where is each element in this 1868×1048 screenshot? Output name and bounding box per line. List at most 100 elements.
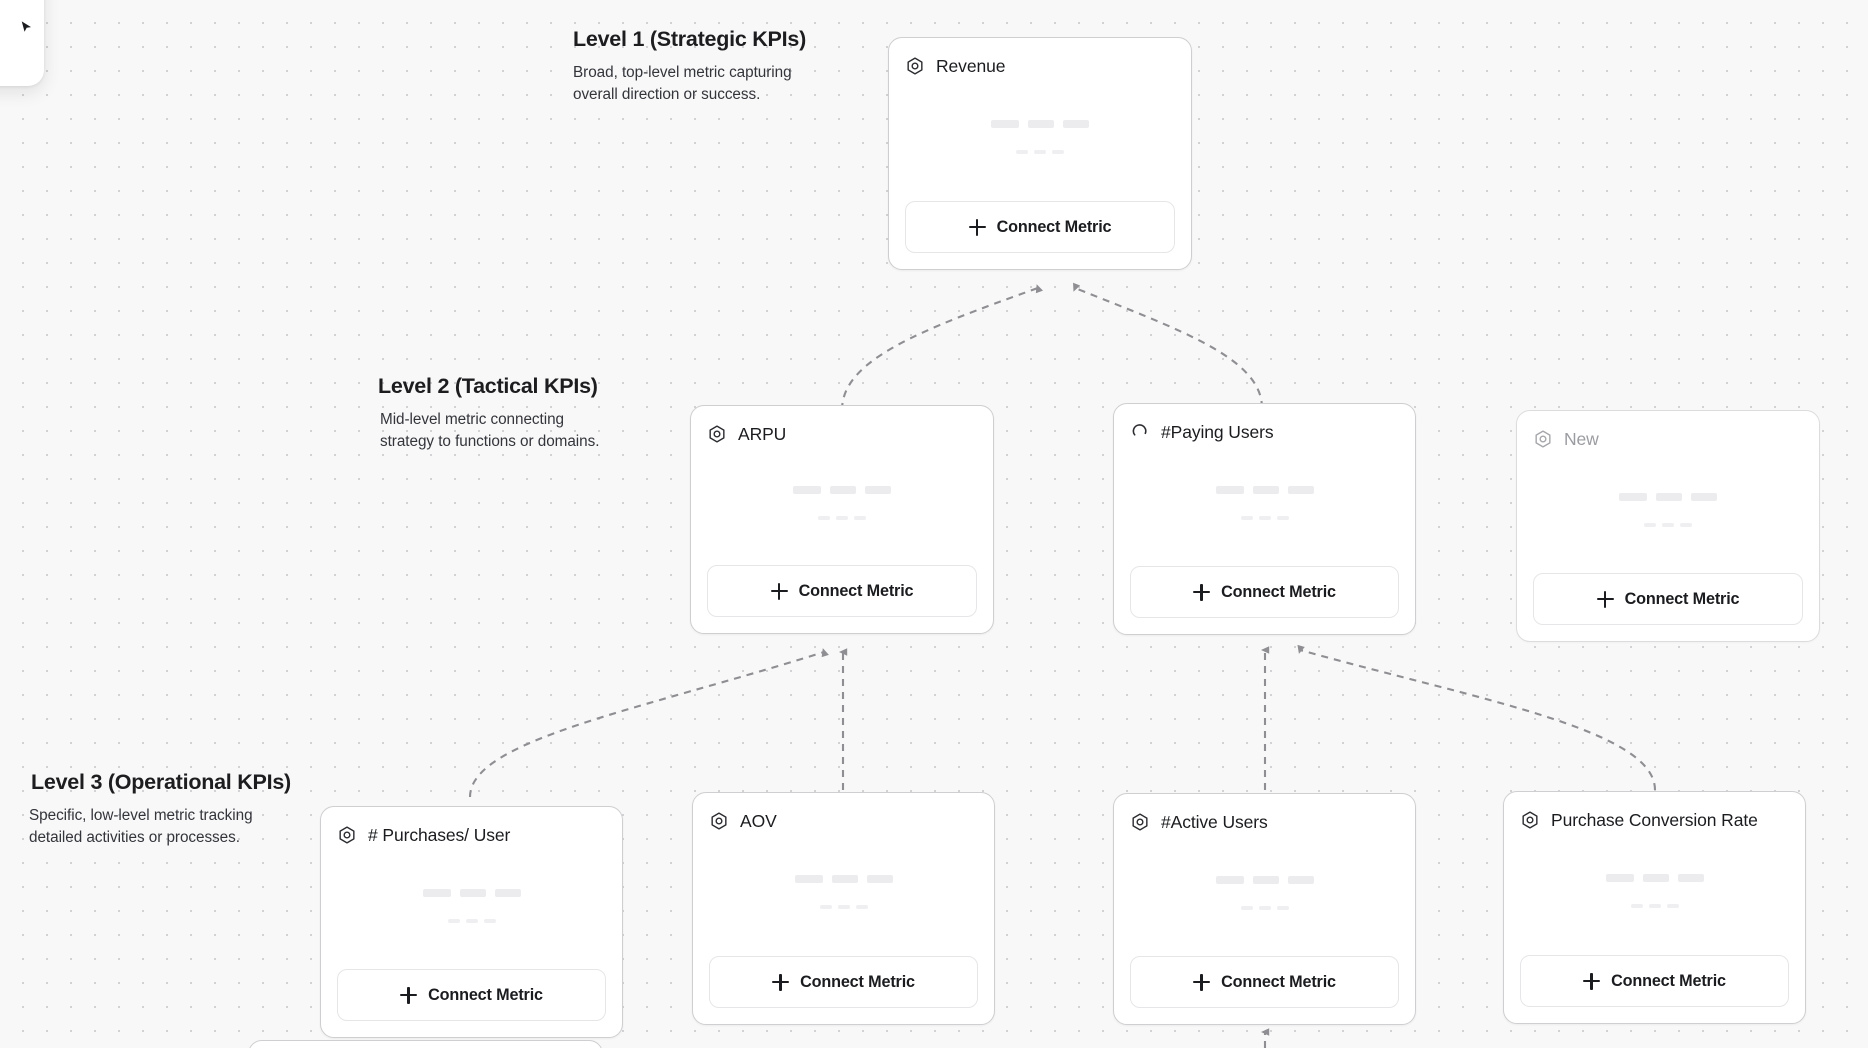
skeleton-bar: [1240, 905, 1253, 910]
hexagon-metric-icon: [1533, 429, 1553, 449]
card-skeleton-body: [1130, 445, 1399, 566]
connect-metric-button[interactable]: Connect Metric: [707, 565, 977, 617]
level-3-title: Level 3 (Operational KPIs): [31, 770, 291, 794]
skeleton-bar: [1680, 522, 1692, 527]
skeleton-bar: [494, 888, 521, 897]
skeleton-secondary-row: [1240, 515, 1289, 520]
skeleton-bar: [459, 888, 486, 897]
skeleton-bar: [1648, 904, 1661, 908]
card-header: Purchase Conversion Rate: [1520, 807, 1789, 833]
level-1-description-line-1: Broad, top-level metric capturing: [573, 63, 792, 81]
level-2-description: Mid-level metric connecting strategy to …: [380, 409, 599, 452]
metric-card-revenue[interactable]: Revenue Connect Metric: [888, 37, 1192, 270]
plus-icon: [968, 218, 986, 236]
connect-metric-button[interactable]: Connect Metric: [1130, 566, 1399, 618]
metric-card-arpu[interactable]: ARPU Connect Metric: [690, 405, 994, 634]
hexagon-metric-icon: [707, 424, 727, 444]
connect-metric-label: Connect Metric: [1624, 589, 1740, 608]
skeleton-primary-row: [793, 486, 891, 494]
skeleton-secondary-row: [1630, 904, 1679, 908]
connect-metric-label: Connect Metric: [1611, 971, 1726, 990]
skeleton-secondary-row: [819, 905, 868, 909]
floating-toolbar-panel[interactable]: [0, 0, 44, 86]
skeleton-bar: [866, 875, 893, 883]
skeleton-bar: [855, 905, 868, 909]
skeleton-primary-row: [1619, 492, 1717, 501]
skeleton-bar: [1240, 515, 1253, 520]
card-header: # Purchases/ User: [337, 822, 606, 848]
connect-metric-label: Connect Metric: [800, 972, 915, 991]
skeleton-bar: [836, 516, 848, 520]
plus-icon: [772, 973, 790, 991]
card-skeleton-body: [709, 834, 978, 956]
metric-card-purchases-per-user[interactable]: # Purchases/ User Connect Metric: [320, 806, 623, 1038]
card-title: Revenue: [936, 55, 1006, 76]
connect-metric-label: Connect Metric: [996, 217, 1112, 236]
edge-paying-users-revenue: [1073, 282, 1264, 409]
metric-card-new[interactable]: New Connect Metric: [1516, 410, 1820, 642]
skeleton-bar: [1215, 485, 1244, 494]
metric-card-active-users[interactable]: #Active Users Connect Metric: [1113, 793, 1416, 1025]
skeleton-primary-row: [794, 875, 893, 883]
skeleton-bar: [1028, 120, 1054, 128]
level-1-description: Broad, top-level metric capturing overal…: [573, 62, 806, 105]
skeleton-bar: [1052, 150, 1064, 154]
metric-card-aov[interactable]: AOV Connect Metric: [692, 792, 995, 1025]
card-header: New: [1533, 426, 1803, 452]
skeleton-bar: [1644, 522, 1656, 527]
skeleton-bar: [1642, 874, 1669, 882]
card-skeleton-body: [1520, 833, 1789, 955]
plus-icon: [1583, 972, 1601, 990]
connect-metric-button[interactable]: Connect Metric: [1130, 956, 1399, 1008]
metric-card-paying-users[interactable]: #Paying Users Connect Metric: [1113, 403, 1416, 635]
plus-icon: [400, 986, 418, 1004]
card-title: #Active Users: [1161, 811, 1268, 832]
connect-metric-button[interactable]: Connect Metric: [337, 969, 606, 1021]
cursor-icon: [20, 20, 34, 34]
skeleton-bar: [1016, 150, 1028, 154]
skeleton-bar: [422, 888, 451, 897]
skeleton-primary-row: [991, 120, 1089, 128]
connect-metric-button[interactable]: Connect Metric: [1533, 573, 1803, 625]
card-title: New: [1564, 428, 1599, 449]
level-1-description-line-2: overall direction or success.: [573, 85, 761, 103]
connect-metric-button[interactable]: Connect Metric: [1520, 955, 1789, 1007]
skeleton-bar: [1063, 120, 1089, 128]
skeleton-secondary-row: [818, 516, 866, 520]
skeleton-bar: [1691, 492, 1717, 501]
metric-card-offscreen-bottom[interactable]: [248, 1040, 603, 1048]
level-2-description-line-2: strategy to functions or domains.: [380, 432, 600, 450]
card-title: #Paying Users: [1161, 421, 1274, 442]
level-3-description-line-1: Specific, low-level metric tracking: [29, 806, 253, 824]
card-skeleton-body: [1533, 452, 1803, 573]
metric-card-purchase-conversion-rate[interactable]: Purchase Conversion Rate Connect Metric: [1503, 791, 1806, 1024]
connect-metric-button[interactable]: Connect Metric: [905, 201, 1175, 253]
card-title: # Purchases/ User: [368, 824, 511, 845]
skeleton-bar: [1258, 905, 1271, 910]
spinner-icon: [1130, 422, 1150, 442]
level-3-annotation: Level 3 (Operational KPIs) Specific, low…: [29, 769, 291, 848]
edge-conversion-paying-users: [1297, 644, 1657, 791]
skeleton-bar: [447, 918, 460, 923]
skeleton-primary-row: [422, 888, 521, 897]
skeleton-bar: [819, 905, 832, 909]
connect-metric-label: Connect Metric: [1221, 582, 1336, 601]
plus-icon: [1193, 583, 1211, 601]
edge-purchases-arpu: [468, 648, 829, 798]
card-header: #Active Users: [1130, 809, 1399, 835]
skeleton-secondary-row: [1240, 905, 1289, 910]
skeleton-bar: [1287, 485, 1314, 494]
level-2-description-line-1: Mid-level metric connecting: [380, 410, 564, 428]
skeleton-bar: [1252, 485, 1279, 494]
skeleton-bar: [1258, 515, 1271, 520]
skeleton-bar: [483, 918, 496, 923]
card-skeleton-body: [337, 848, 606, 969]
skeleton-bar: [854, 516, 866, 520]
skeleton-bar: [794, 875, 823, 883]
skeleton-bar: [830, 486, 856, 494]
skeleton-bar: [1276, 905, 1289, 910]
connect-metric-button[interactable]: Connect Metric: [709, 956, 978, 1008]
hexagon-metric-icon: [1520, 810, 1540, 830]
plus-icon: [1193, 973, 1211, 991]
